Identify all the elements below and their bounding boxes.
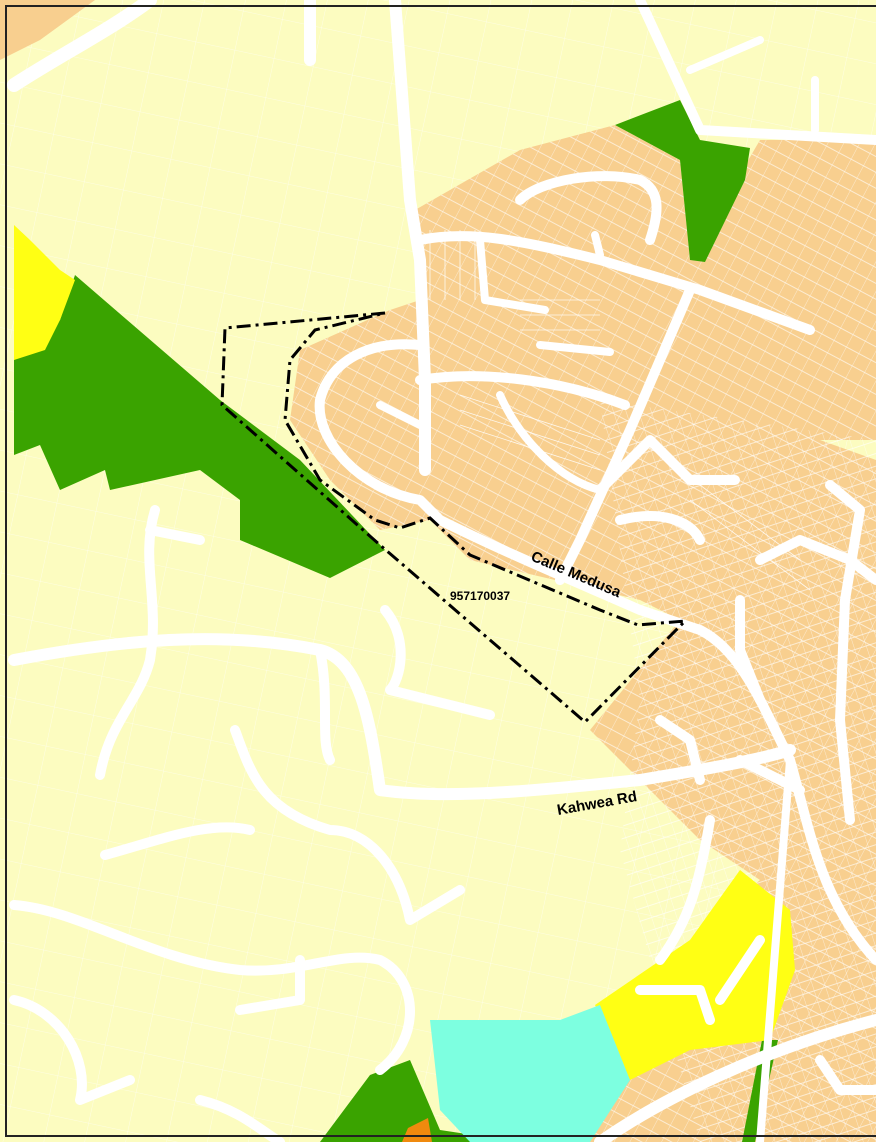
zone-open-space-south[interactable] (320, 1060, 520, 1142)
parcel-boundary[interactable] (220, 311, 689, 725)
map-border (5, 5, 876, 1137)
parcel-id-label: 957170037 (450, 589, 510, 603)
zone-open-space-north[interactable] (615, 100, 750, 262)
road-network (7, 0, 876, 1142)
zone-water-recreation[interactable] (430, 1005, 630, 1142)
zone-medium-residential-south[interactable] (595, 870, 795, 1080)
zone-residential-corner[interactable] (0, 0, 95, 60)
zone-open-space-west[interactable] (14, 275, 385, 578)
zone-medium-residential-west[interactable] (14, 225, 75, 360)
